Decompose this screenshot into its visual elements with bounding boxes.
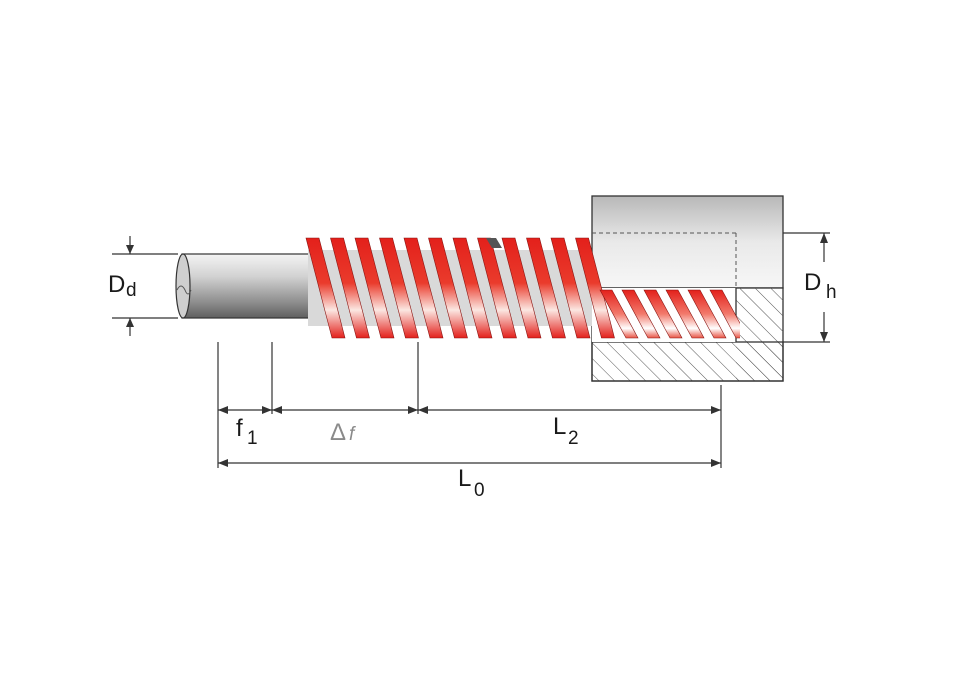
spring-coil: [501, 237, 542, 339]
label-df-sub: f: [349, 424, 356, 445]
spring-coil: [575, 237, 615, 339]
f1-arrow-left: [218, 406, 228, 414]
spring-coil: [428, 237, 468, 339]
label-l0-main: L: [458, 465, 471, 492]
rod-break-mark: [176, 285, 192, 295]
spring-coil: [621, 289, 661, 339]
label-dd-main: D: [108, 271, 125, 298]
dh-arrow-bottom: [820, 332, 828, 342]
l0-arrow-right: [711, 459, 721, 467]
dd-arrow-top: [126, 245, 134, 254]
spring-coil: [452, 237, 493, 339]
spring-coil-gap: [486, 238, 502, 248]
spring-coil: [403, 237, 444, 339]
df-arrow-right: [408, 406, 418, 414]
label-dh-main: D: [804, 269, 821, 296]
spring-coil: [526, 237, 566, 339]
spring-coil: [305, 237, 346, 339]
spring-coil: [330, 237, 370, 339]
spring-coil: [550, 237, 591, 339]
spring: [305, 237, 740, 339]
housing-hatch-bottom: [591, 341, 784, 382]
label-dd-sub: d: [126, 280, 137, 301]
spring-coil: [599, 289, 639, 339]
rod: [175, 253, 318, 319]
spring-coil: [687, 289, 727, 339]
label-l2-sub: 2: [568, 428, 579, 449]
label-f1-main: f: [236, 415, 243, 442]
spring-coil: [354, 237, 395, 339]
dimensions: [112, 232, 830, 468]
dh-arrow-top: [820, 233, 828, 243]
spring-coil: [643, 289, 683, 339]
l2-arrow-right: [711, 406, 721, 414]
spring-coil: [709, 289, 740, 339]
housing: [591, 195, 784, 382]
rod-end: [175, 253, 191, 319]
rod-body: [181, 253, 318, 319]
dd-arrow-bottom: [126, 318, 134, 327]
label-f1-sub: 1: [247, 428, 258, 449]
label-l0-sub: 0: [474, 480, 485, 501]
housing-top: [591, 195, 784, 289]
l2-arrow-left: [418, 406, 428, 414]
label-l2-main: L: [553, 413, 566, 440]
f1-arrow-right: [262, 406, 272, 414]
df-arrow-left: [272, 406, 282, 414]
spring-coil: [379, 237, 419, 339]
label-df-main: Δ: [330, 419, 346, 446]
spring-coil: [665, 289, 705, 339]
labels: D d D h f 1 Δ f L 2 L 0: [108, 269, 837, 501]
label-dh-sub: h: [826, 282, 837, 303]
l0-arrow-left: [218, 459, 228, 467]
